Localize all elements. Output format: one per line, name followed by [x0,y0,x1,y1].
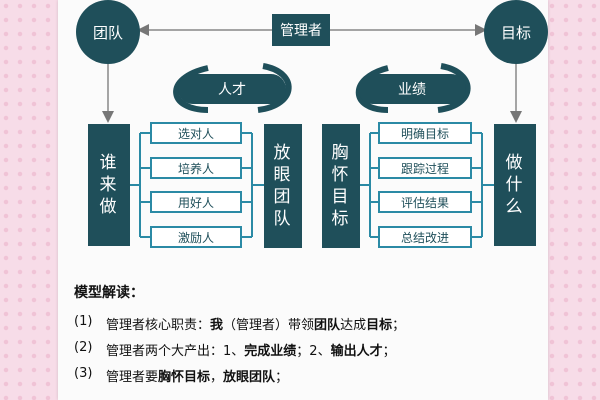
cycle-arrow-left-2 [257,63,292,113]
note-line: (3) 管理者要胸怀目标，放眼团队； [74,366,534,392]
item-motivate-people: 激励人 [150,226,242,248]
note-number: (1) [74,314,93,329]
note-line: (2) 管理者两个大产出：1、完成业绩；2、输出人才； [74,340,534,366]
item-select-people: 选对人 [150,122,242,144]
note-text: 管理者两个大产出：1、完成业绩；2、输出人才； [106,344,396,359]
item-train-people: 培养人 [150,157,242,179]
item-summarize-improve: 总结改进 [378,226,472,248]
manager-label: 管理者 [280,23,322,39]
who-does-box: 谁 来 做 [88,124,130,246]
what-to-do-box: 做 什 么 [494,124,536,246]
item-use-people: 用好人 [150,191,242,213]
performance-pill: 业绩 [358,74,466,104]
vision-team-box: 放 眼 团 队 [264,124,302,248]
note-line: (1) 管理者核心职责：我（管理者）带领团队达成目标； [74,314,534,340]
team-circle: 团队 [76,0,140,64]
talent-label: 人才 [218,82,246,98]
note-text: 管理者要胸怀目标，放眼团队； [106,370,289,385]
item-clarify-goal: 明确目标 [378,122,472,144]
note-number: (3) [74,366,93,381]
note-number: (2) [74,340,93,355]
performance-label: 业绩 [398,82,426,98]
heart-goal-box: 胸 怀 目 标 [322,124,360,248]
model-card: 团队 管理者 目标 人才 业绩 谁 来 做 选对人 培养人 用好人 激励人 放 … [58,0,548,400]
cycle-arrow-right-2 [437,63,471,113]
goal-label: 目标 [500,23,531,42]
notes-heading: 模型解读： [74,285,144,301]
model-notes: 模型解读： (1) 管理者核心职责：我（管理者）带领团队达成目标； (2) 管理者两个… [74,282,534,392]
item-evaluate-result: 评估结果 [378,191,472,213]
note-text: 管理者核心职责：我（管理者）带领团队达成目标； [106,318,406,333]
cycle-arrow-left [173,65,209,113]
goal-circle: 目标 [484,0,548,64]
item-track-process: 跟踪过程 [378,157,472,179]
left-bracket [130,132,264,238]
manager-box: 管理者 [272,14,330,46]
right-bracket [360,132,494,238]
team-label: 团队 [92,23,123,42]
notes-lines: (1) 管理者核心职责：我（管理者）带领团队达成目标； (2) 管理者两个大产出：1、… [74,314,534,392]
talent-pill: 人才 [178,74,286,104]
